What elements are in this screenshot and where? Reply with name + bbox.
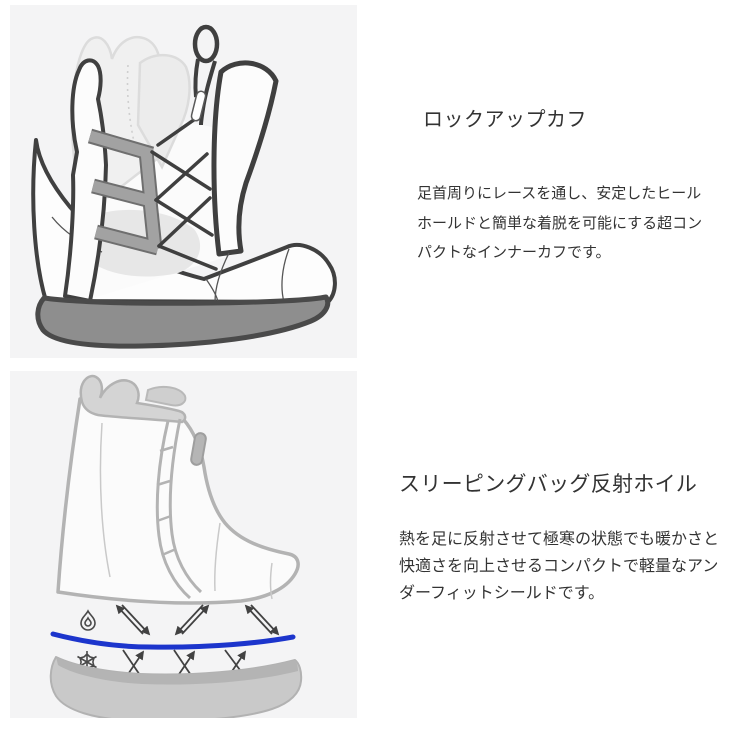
laces <box>150 115 218 271</box>
faded-sole <box>49 656 303 718</box>
cuff-straps <box>87 128 163 256</box>
faded-seams <box>99 422 273 600</box>
feature-text-reflective-foil: スリーピングバッグ反射ホイル 熱を足に反射させて極寒の状態でも暖かさと快適さを向… <box>399 470 730 607</box>
boot-collar <box>79 374 187 424</box>
snowflake-icon <box>75 651 99 674</box>
boa-toggle <box>190 432 207 466</box>
heat-arrows-upper <box>115 604 280 636</box>
boot-cuff-lacing-illustration <box>31 24 337 349</box>
illustration-panel-reflective-foil <box>10 371 357 718</box>
feature-description-reflective-foil: 熱を足に反射させて極寒の状態でも暖かさと快適さを向上させるコンパクトで軽量なアン… <box>399 531 720 602</box>
liner-front-band <box>63 58 108 303</box>
lace-toggle <box>190 90 207 122</box>
boot-heat-reflection-illustration <box>49 374 303 718</box>
outer-cuff <box>211 60 279 303</box>
front-lace-band <box>155 418 203 600</box>
feature-description-lockup-cuff: 足首周りにレースを通し、安定したヒールホールドと簡単な着脱を可能にする超コンパク… <box>417 185 703 261</box>
flame-icon <box>80 609 96 631</box>
feature-title-reflective-foil: スリーピングバッグ反射ホイル <box>399 473 698 496</box>
boot-sole <box>35 294 331 349</box>
reflective-foil-line <box>50 631 296 650</box>
faded-boot-shell <box>56 397 300 605</box>
feature-text-lockup-cuff: ロックアップカフ 足首周りにレースを通し、安定したヒールホールドと簡単な着脱を可… <box>417 106 717 268</box>
illustration-panel-lockup-cuff <box>10 5 357 358</box>
feature-title-lockup-cuff: ロックアップカフ <box>423 109 587 131</box>
pull-loop <box>190 24 220 126</box>
